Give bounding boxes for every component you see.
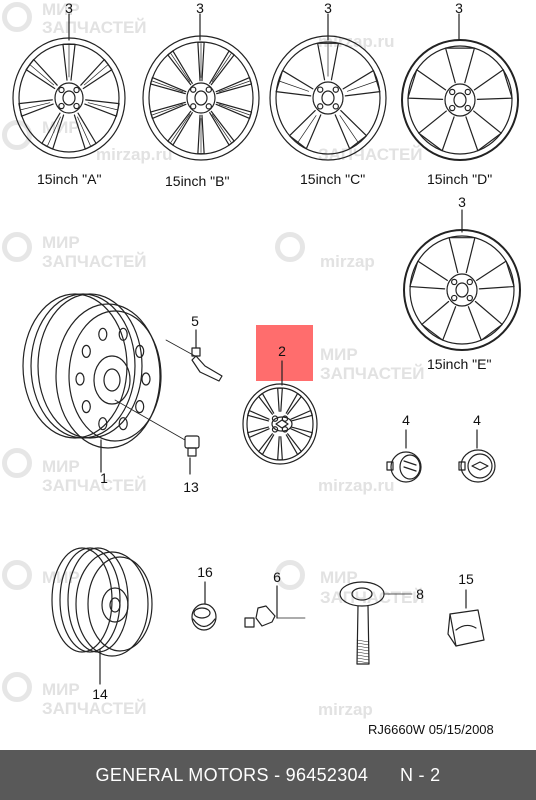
callout-wheel-d: 3 (455, 0, 463, 16)
watermark-text: МИР (42, 0, 80, 19)
watermark-text: МИР (42, 118, 80, 137)
watermark-text: ЗАПЧАСТЕЙ (42, 476, 147, 495)
callout-valve-stem: 5 (191, 313, 199, 329)
watermark-logo-icon (2, 120, 32, 150)
watermark-logo-icon (2, 672, 32, 702)
alloy-wheel-a[interactable] (12, 13, 126, 159)
callout-center-cap-b: 4 (473, 412, 481, 428)
watermark-text: МИР (320, 345, 358, 364)
wheel-caption-a: 15inch "A" (37, 171, 102, 187)
highlight-box (256, 325, 313, 381)
alloy-wheel-e[interactable] (403, 209, 521, 351)
watermark-domain: mirzap.ru (318, 476, 395, 495)
watermark-text: МИР (42, 233, 80, 252)
watermark-domain: mirzap (318, 700, 373, 719)
wheel-caption-c: 15inch "C" (300, 171, 366, 187)
callout-wheel-a: 3 (65, 0, 73, 16)
steel-wheel[interactable] (22, 293, 162, 473)
watermark-text: ЗАПЧАСТЕЙ (42, 18, 147, 37)
wheel-caption-e: 15inch "E" (427, 356, 492, 372)
watermark-text: МИР (42, 457, 80, 476)
callout-lug-nut: 13 (183, 479, 199, 495)
watermark-text: ЗАПЧАСТЕЙ (42, 699, 147, 718)
watermark-text: МИР (320, 568, 358, 587)
watermark-logo-icon (2, 560, 32, 590)
watermark-domain: mirzap (320, 252, 375, 271)
callout-spare-wheel: 14 (92, 686, 108, 702)
parts-diagram (12, 13, 521, 685)
watermark-text: МИР (42, 680, 80, 699)
grommet[interactable] (191, 581, 217, 631)
alloy-wheel-b[interactable] (142, 13, 260, 161)
wheel-caption-d: 15inch "D" (427, 171, 493, 187)
callout-grommet: 16 (197, 564, 213, 580)
callout-tpms-valve: 6 (273, 569, 281, 585)
watermark-logo-icon (275, 560, 305, 590)
center-cap-a[interactable] (386, 429, 422, 483)
callout-tpms-sensor: 15 (458, 571, 474, 587)
spare-bolt[interactable] (339, 581, 413, 665)
watermark-text: ЗАПЧАСТЕЙ (318, 145, 423, 164)
callout-steel-wheel: 1 (100, 470, 108, 486)
alloy-wheel-d[interactable] (401, 13, 519, 161)
callout-center-cap-a: 4 (402, 412, 410, 428)
spare-wheel[interactable] (51, 547, 153, 685)
center-cap-b[interactable] (458, 429, 496, 483)
watermark-text: ЗАПЧАСТЕЙ (320, 364, 425, 383)
tpms-sensor[interactable] (447, 589, 485, 647)
drawing-code: RJ6660W 05/15/2008 (368, 722, 494, 737)
wheel-caption-b: 15inch "B" (165, 173, 230, 189)
footer-bar: GENERAL MOTORS - 96452304 N - 2 (0, 750, 536, 800)
footer-text: GENERAL MOTORS - 96452304 N - 2 (95, 764, 441, 785)
watermark-logo-icon (275, 232, 305, 262)
watermark-logo-icon (2, 448, 32, 478)
callout-spare-bolt: 8 (416, 586, 424, 602)
tpms-valve[interactable] (244, 585, 306, 628)
callout-wheel-e: 3 (458, 194, 466, 210)
lug-nut[interactable] (114, 399, 200, 475)
callout-wheel-b: 3 (196, 0, 204, 16)
watermark-logo-icon (2, 232, 32, 262)
callout-wheel-cover: 2 (278, 343, 286, 359)
valve-stem[interactable] (165, 329, 223, 382)
alloy-wheel-c[interactable] (269, 13, 387, 161)
watermark-text: ЗАПЧАСТЕЙ (42, 252, 147, 271)
watermark-logo-icon (2, 2, 32, 32)
callout-wheel-c: 3 (324, 0, 332, 16)
watermark-domain: mirzap.ru (96, 145, 173, 164)
wheel-cover[interactable] (242, 360, 318, 465)
